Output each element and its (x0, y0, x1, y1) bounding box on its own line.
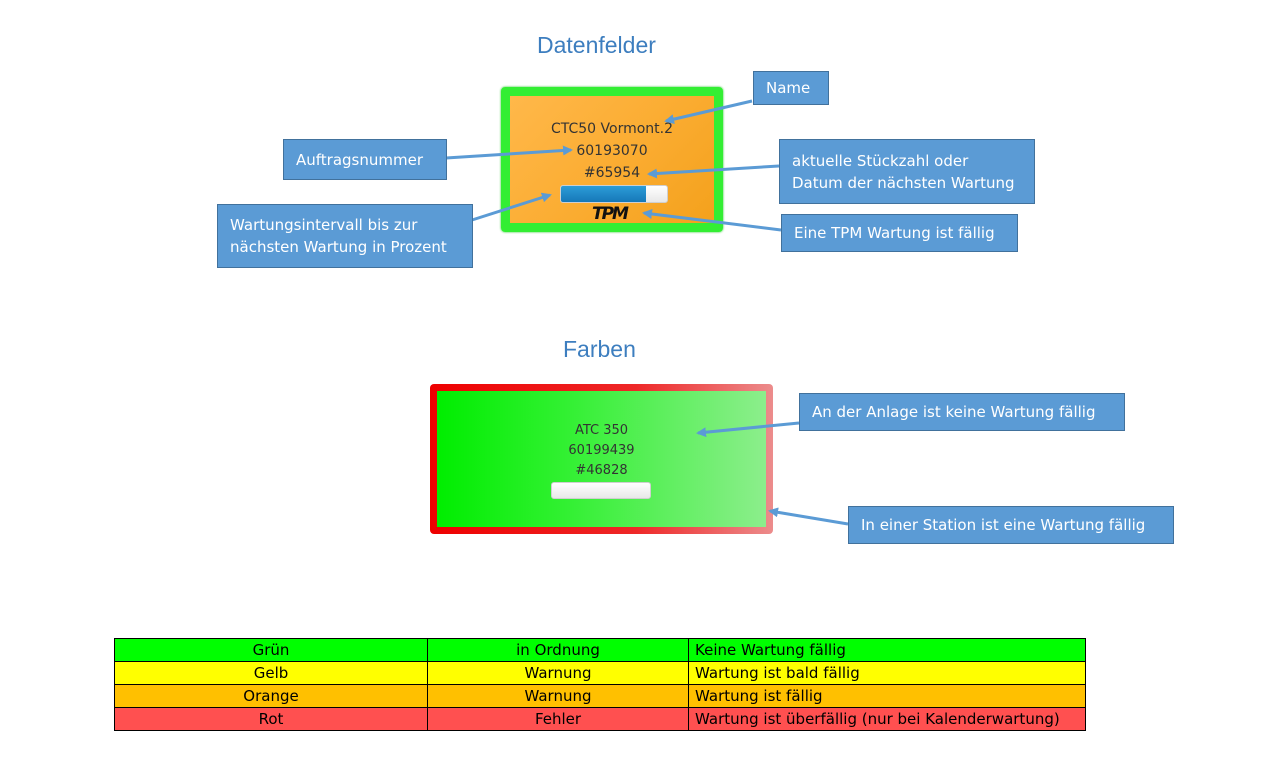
section-title-datenfelder: Datenfelder (537, 32, 656, 58)
callout-order-number-text: Auftragsnummer (296, 150, 423, 169)
legend-state: Fehler (427, 707, 689, 731)
tile-name: ATC 350 (574, 423, 629, 438)
maintenance-progress-bar (560, 185, 668, 203)
maintenance-progress-bar (551, 482, 651, 499)
callout-tpm-text: Eine TPM Wartung ist fällig (794, 224, 995, 242)
machine-tile-ctc50[interactable]: CTC50 Vormont.2 60193070 #65954 TPM (501, 87, 723, 232)
callout-interval-line2: nächsten Wartung in Prozent (230, 238, 447, 256)
callout-name: Name (753, 71, 829, 105)
callout-count-line2: Datum der nächsten Wartung (792, 173, 1015, 192)
legend-color: Gelb (114, 661, 428, 685)
callout-station-text: In einer Station ist eine Wartung fällig (861, 516, 1146, 534)
legend-row-red: Rot Fehler Wartung ist überfällig (nur b… (114, 707, 1086, 731)
callout-no-maintenance: An der Anlage ist keine Wartung fällig (799, 393, 1125, 431)
tile-order-number: 60199439 (568, 443, 635, 458)
legend-state: Warnung (427, 661, 689, 685)
legend-meaning: Keine Wartung fällig (688, 638, 1086, 662)
section-title-farben: Farben (563, 336, 636, 362)
callout-count: aktuelle Stückzahl oder Datum der nächst… (779, 139, 1035, 204)
machine-tile-atc350[interactable]: ATC 350 60199439 #46828 (430, 384, 773, 534)
legend-color: Grün (114, 638, 428, 662)
callout-tpm: Eine TPM Wartung ist fällig (781, 214, 1018, 252)
tile-count: #46828 (575, 463, 628, 478)
callout-no-maintenance-text: An der Anlage ist keine Wartung fällig (812, 403, 1096, 421)
maintenance-progress-fill (561, 186, 646, 202)
color-legend-table: Grün in Ordnung Keine Wartung fällig Gel… (114, 638, 1086, 731)
legend-state: in Ordnung (427, 638, 689, 662)
callout-station: In einer Station ist eine Wartung fällig (848, 506, 1174, 544)
legend-row-orange: Orange Warnung Wartung ist fällig (114, 684, 1086, 708)
legend-meaning: Wartung ist fällig (688, 684, 1086, 708)
legend-color: Rot (114, 707, 428, 731)
callout-order-number: Auftragsnummer (283, 139, 447, 180)
callout-count-line1: aktuelle Stückzahl oder (792, 151, 969, 170)
tpm-logo-icon: TPM (592, 204, 629, 224)
legend-color: Orange (114, 684, 428, 708)
legend-meaning: Wartung ist bald fällig (688, 661, 1086, 685)
callout-name-text: Name (766, 79, 811, 97)
tile-order-number: 60193070 (576, 143, 648, 159)
legend-meaning: Wartung ist überfällig (nur bei Kalender… (688, 707, 1086, 731)
legend-row-green: Grün in Ordnung Keine Wartung fällig (114, 638, 1086, 662)
legend-state: Warnung (427, 684, 689, 708)
callout-interval-line1: Wartungsintervall bis zur (230, 216, 418, 234)
callout-interval: Wartungsintervall bis zur nächsten Wartu… (217, 204, 473, 268)
legend-row-yellow: Gelb Warnung Wartung ist bald fällig (114, 661, 1086, 685)
arrow-station (768, 507, 849, 526)
tile-count: #65954 (583, 165, 641, 181)
tile-name: CTC50 Vormont.2 (550, 121, 674, 137)
